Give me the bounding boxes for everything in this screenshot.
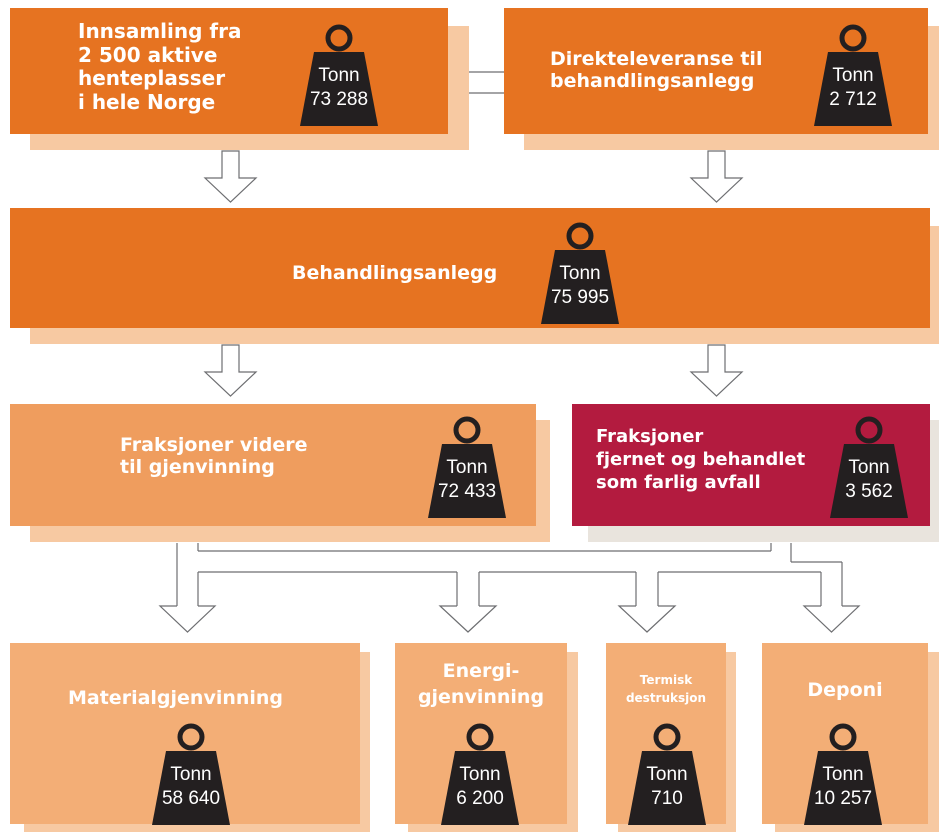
- innsamling-box: Innsamling fra 2 500 aktive henteplasser…: [10, 8, 448, 134]
- arrow-down-icon: [203, 150, 258, 203]
- arrow-down-icon: [689, 150, 744, 203]
- weight-unit: Tonn: [832, 65, 874, 86]
- weight-unit: Tonn: [822, 764, 864, 785]
- arrow-down-icon: [203, 344, 258, 397]
- weight-value: 72 433: [437, 481, 497, 502]
- deponi-box: Deponi Tonn 10 257: [762, 643, 928, 825]
- farlig-line-3: som farlig avfall: [596, 471, 761, 493]
- arrow-down-icon: [438, 605, 498, 633]
- gjenvinning-line-2: til gjenvinning: [120, 456, 275, 479]
- weight-unit: Tonn: [559, 263, 601, 284]
- weight-unit: Tonn: [459, 764, 501, 785]
- energi-line-2: gjenvinning: [417, 685, 545, 708]
- innsamling-line-2: 2 500 aktive: [78, 42, 218, 67]
- weight-value: 73 288: [309, 89, 369, 110]
- arrow-down-icon: [689, 344, 744, 397]
- weight-value: 2 712: [829, 89, 877, 110]
- weight-icon: Tonn 10 257: [802, 721, 884, 831]
- weight-unit: Tonn: [446, 457, 488, 478]
- weight-value: 710: [651, 788, 683, 809]
- weight-icon: Tonn 73 288: [298, 22, 380, 132]
- weight-icon: Tonn 2 712: [812, 22, 894, 132]
- farlig-line-1: Fraksjoner: [596, 426, 704, 447]
- weight-icon: Tonn 75 995: [539, 220, 621, 330]
- weight-unit: Tonn: [646, 764, 688, 785]
- termisk-line-2: destruksjon: [625, 691, 707, 705]
- weight-icon: Tonn 72 433: [426, 414, 508, 524]
- weight-unit: Tonn: [848, 457, 890, 478]
- innsamling-line-3: henteplasser: [78, 66, 226, 91]
- direkteleveranse-box: Direkteleveranse til behandlingsanlegg T…: [504, 8, 928, 134]
- weight-icon: Tonn 710: [626, 721, 708, 831]
- weight-value: 75 995: [550, 287, 610, 308]
- weight-value: 6 200: [456, 788, 504, 809]
- weight-value: 58 640: [161, 788, 221, 809]
- innsamling-line-4: i hele Norge: [78, 89, 216, 114]
- gjenvinning-line-1: Fraksjoner videre: [120, 434, 308, 456]
- deponi-label: Deponi: [807, 679, 883, 701]
- weight-icon: Tonn 6 200: [439, 721, 521, 831]
- farlig-avfall-box: Fraksjoner fjernet og behandlet som farl…: [572, 404, 930, 526]
- materialgjenvinning-box: Materialgjenvinning Tonn 58 640: [10, 643, 360, 825]
- arrow-down-icon: [617, 605, 677, 633]
- weight-icon: Tonn 3 562: [828, 414, 910, 524]
- behandlingsanlegg-label: Behandlingsanlegg: [292, 262, 498, 284]
- farlig-line-2: fjernet og behandlet: [596, 448, 806, 470]
- termisk-destruksjon-box: Termisk destruksjon Tonn 710: [606, 643, 726, 825]
- materialgjenvinning-label: Materialgjenvinning: [68, 687, 284, 709]
- innsamling-line-1: Innsamling fra: [78, 19, 242, 43]
- weight-unit: Tonn: [170, 764, 212, 785]
- arrow-down-icon: [802, 605, 861, 633]
- direkte-line-2: behandlingsanlegg: [550, 70, 755, 93]
- weight-value: 3 562: [845, 481, 893, 502]
- behandlingsanlegg-box: Behandlingsanlegg Tonn 75 995: [10, 208, 930, 328]
- weight-value: 10 257: [813, 788, 873, 809]
- weight-unit: Tonn: [318, 65, 360, 86]
- termisk-line-1: Termisk: [639, 673, 693, 687]
- fraksjoner-gjenvinning-box: Fraksjoner videre til gjenvinning Tonn 7…: [10, 404, 536, 526]
- energigjenvinning-box: Energi- gjenvinning Tonn 6 200: [395, 643, 567, 825]
- direkte-line-1: Direkteleveranse til: [550, 48, 763, 70]
- arrow-down-icon: [158, 605, 217, 633]
- weight-icon: Tonn 58 640: [150, 721, 232, 831]
- energi-line-1: Energi-: [442, 660, 520, 682]
